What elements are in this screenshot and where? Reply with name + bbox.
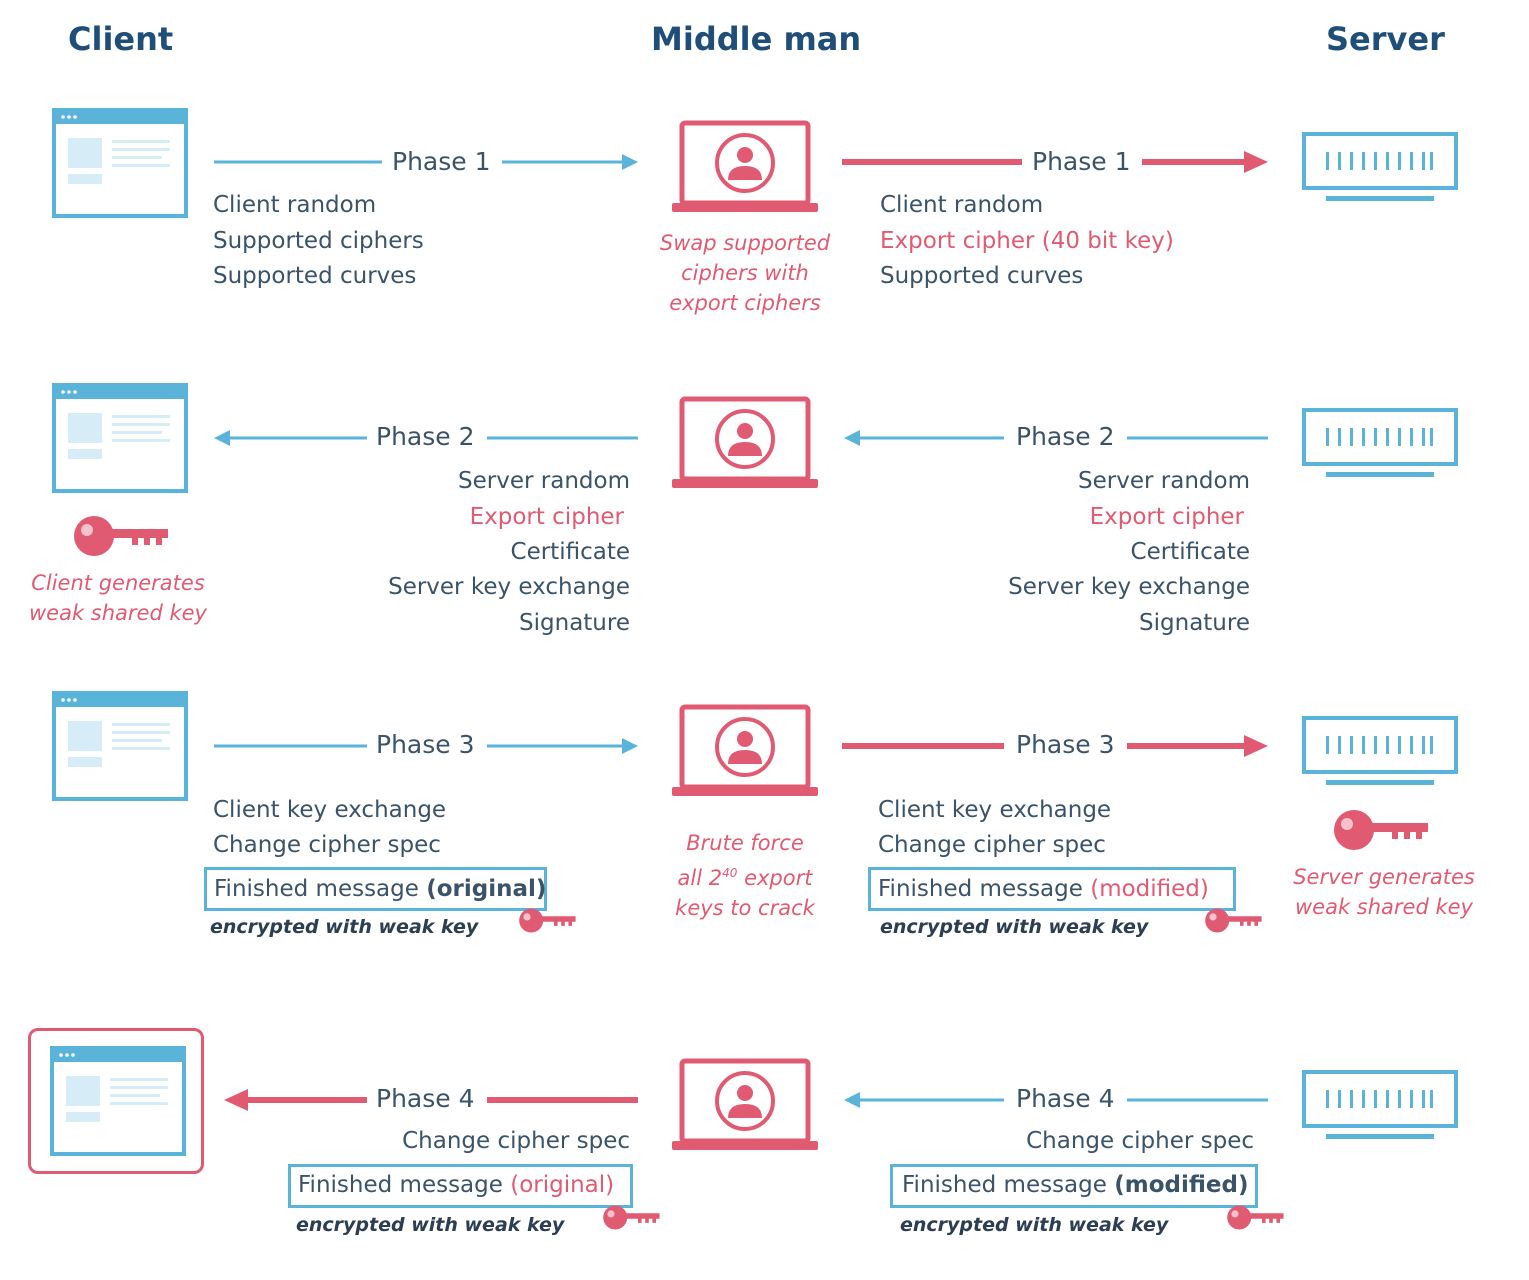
phase3-right-label: Phase 3 — [1016, 730, 1115, 759]
phase2-left-arrow — [214, 430, 638, 446]
phase2-left-item: Signature — [519, 610, 630, 636]
phase3-right-arrow — [842, 735, 1268, 757]
phase4-left-item: Change cipher spec — [402, 1128, 630, 1154]
phase1-left-arrow — [214, 154, 638, 170]
phase3-right-finished-box — [868, 867, 1236, 911]
client-key-icon — [72, 514, 172, 558]
phase4-right-encrypted-note: encrypted with weak key — [900, 1214, 1169, 1236]
phase2-left-label: Phase 2 — [376, 422, 475, 451]
server-icon — [1302, 132, 1458, 206]
client-browser-icon — [52, 383, 188, 493]
middle-man-laptop-icon — [672, 704, 818, 800]
client-weak-key-note: Client generates weak shared key — [29, 571, 207, 625]
middle-man-laptop-icon — [672, 120, 818, 216]
phase1-right-arrow — [842, 151, 1268, 173]
phase1-left-label: Phase 1 — [392, 147, 491, 176]
server-header: Server — [1326, 20, 1445, 58]
server-icon — [1302, 1070, 1458, 1144]
server-key-icon — [1332, 808, 1432, 852]
middle-man-header: Middle man — [651, 20, 862, 58]
phase4-left-label: Phase 4 — [376, 1084, 475, 1113]
swap-ciphers-note: Swap supported ciphers with export ciphe… — [659, 231, 831, 315]
phase3-left-encrypted-note: encrypted with weak key — [210, 916, 479, 938]
phase1-server-item: Supported curves — [880, 263, 1084, 289]
phase4-right-finished-box — [890, 1164, 1258, 1208]
middle-man-laptop-icon — [672, 396, 818, 492]
server-weak-key-note: Server generates weak shared key — [1293, 865, 1475, 919]
phase2-right-item: Server random — [1078, 468, 1250, 494]
middle-man-laptop-icon — [672, 1058, 818, 1154]
phase2-left-item: Server key exchange — [388, 574, 630, 600]
phase1-client-item: Supported ciphers — [213, 228, 424, 254]
phase4-left-finished-box — [288, 1164, 633, 1208]
client-browser-icon — [50, 1046, 186, 1156]
phase4-right-key-icon — [1226, 1204, 1286, 1231]
phase1-client-item: Supported curves — [213, 263, 417, 289]
phase4-left-finished-message: Finished message (original) — [298, 1172, 615, 1198]
phase3-left-finished-box — [204, 867, 547, 911]
phase3-right-item: Client key exchange — [878, 797, 1112, 823]
phase1-client-item: Client random — [213, 192, 377, 218]
phase4-right-finished-message: Finished message (modified) — [902, 1172, 1249, 1198]
phase1-right-label: Phase 1 — [1032, 147, 1131, 176]
phase1-server-item-export: Export cipher (40 bit key) — [880, 228, 1174, 254]
phase1-server-item: Client random — [880, 192, 1044, 218]
phase3-left-arrow — [214, 738, 638, 754]
phase3-right-item: Change cipher spec — [878, 832, 1106, 858]
phase3-left-label: Phase 3 — [376, 730, 475, 759]
server-icon — [1302, 408, 1458, 482]
phase3-right-finished-message: Finished message (modified) — [878, 876, 1209, 902]
phase2-right-item: Certificate — [1130, 539, 1250, 565]
phase2-right-arrow — [844, 430, 1268, 446]
phase2-left-item: Server random — [458, 468, 630, 494]
client-browser-icon — [52, 108, 188, 218]
phase2-left-item: Certificate — [510, 539, 630, 565]
client-header: Client — [68, 20, 174, 58]
phase4-right-arrow — [844, 1092, 1268, 1108]
phase4-right-item: Change cipher spec — [1026, 1128, 1254, 1154]
phase3-left-finished-message: Finished message (original) — [214, 876, 547, 902]
server-icon — [1302, 716, 1458, 790]
phase3-right-key-icon — [1204, 907, 1264, 934]
client-browser-icon — [52, 691, 188, 801]
phase2-right-item: Server key exchange — [1008, 574, 1250, 600]
phase4-left-key-icon — [602, 1204, 662, 1231]
phase3-right-encrypted-note: encrypted with weak key — [880, 916, 1149, 938]
phase4-left-arrow — [224, 1089, 638, 1111]
phase2-right-item-export: Export cipher — [1089, 504, 1244, 530]
phase2-left-item-export: Export cipher — [469, 504, 624, 530]
phase4-right-label: Phase 4 — [1016, 1084, 1115, 1113]
brute-force-note: Brute force all 240 export keys to crack — [675, 831, 815, 920]
phase2-right-label: Phase 2 — [1016, 422, 1115, 451]
phase3-left-item: Change cipher spec — [213, 832, 441, 858]
phase3-left-item: Client key exchange — [213, 797, 447, 823]
phase3-left-key-icon — [518, 907, 578, 934]
phase4-left-encrypted-note: encrypted with weak key — [296, 1214, 565, 1236]
client-highlight-frame — [28, 1028, 204, 1174]
phase2-right-item: Signature — [1139, 610, 1250, 636]
